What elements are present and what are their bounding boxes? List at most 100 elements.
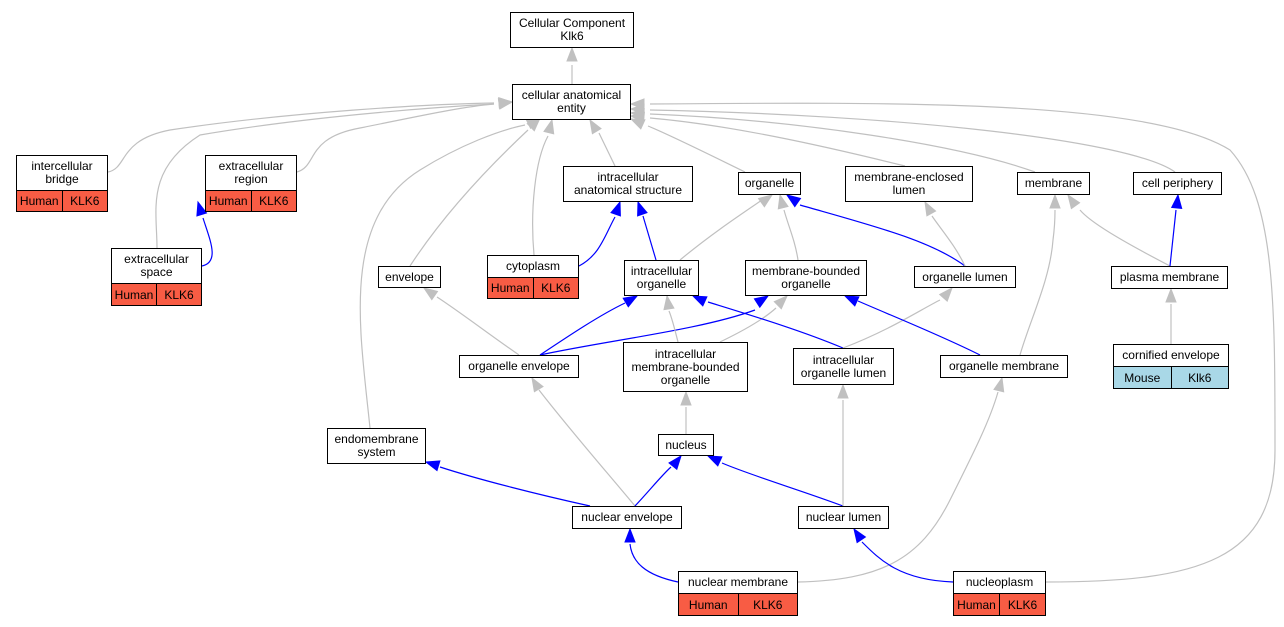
edge-arrowhead	[629, 98, 645, 110]
node-membrane[interactable]: membrane	[1017, 172, 1090, 195]
species-badge: Mouse	[1114, 367, 1171, 388]
node-extracellular-region[interactable]: extracellular region	[205, 155, 297, 191]
node-cornified-envelope[interactable]: cornified envelope	[1113, 344, 1229, 367]
edge-arrowhead	[753, 295, 770, 309]
edge-part-of	[861, 541, 954, 583]
gene-badge: KLK6	[999, 594, 1045, 615]
node-intracellular-organelle[interactable]: intracellular organelle	[624, 260, 699, 296]
edge-is-a	[296, 103, 495, 173]
gene-badge: KLK6	[61, 191, 107, 211]
edge-is-a	[649, 109, 1176, 173]
edge-arrowhead	[663, 294, 675, 311]
edge-is-a	[107, 102, 495, 173]
edge-arrowhead	[610, 200, 621, 217]
annotation-row: Mouse Klk6	[1113, 367, 1229, 389]
species-badge: Human	[679, 594, 738, 615]
edge-is-a	[668, 310, 679, 343]
edge-is-a	[649, 113, 1036, 173]
annotation-row: Human KLK6	[678, 594, 798, 616]
edge-arrowhead	[993, 376, 1005, 393]
edge-is-a	[842, 299, 941, 349]
node-organelle-envelope[interactable]: organelle envelope	[459, 355, 579, 378]
node-cellular-anatomical-entity[interactable]: cellular anatomical entity	[512, 84, 631, 120]
edge-is-a	[155, 103, 495, 249]
edge-arrowhead	[924, 200, 937, 217]
node-nucleus[interactable]: nucleus	[658, 434, 714, 456]
species-badge: Human	[206, 191, 251, 211]
edge-part-of	[539, 309, 756, 356]
edge-part-of	[539, 302, 626, 356]
node-organelle-membrane[interactable]: organelle membrane	[940, 355, 1068, 378]
edge-part-of	[634, 466, 672, 507]
node-root[interactable]: Cellular Component Klk6	[510, 12, 634, 48]
node-intracellular-organelle-lumen[interactable]: intracellular organelle lumen	[793, 348, 894, 385]
gene-badge: KLK6	[156, 284, 201, 305]
node-intercellular-bridge[interactable]: intercellular bridge	[16, 155, 108, 191]
edge-part-of	[629, 543, 679, 583]
gene-badge: Klk6	[1170, 367, 1228, 388]
node-membrane-bounded-organelle[interactable]: membrane-bounded organelle	[745, 260, 867, 296]
edge-part-of	[201, 217, 213, 267]
edge-arrowhead	[843, 295, 860, 307]
gene-badge: KLK6	[737, 594, 797, 615]
edge-arrowhead	[424, 460, 441, 472]
edge-arrowhead	[1067, 193, 1081, 210]
edge-is-a	[783, 209, 799, 261]
edge-is-a	[679, 199, 763, 261]
edge-is-a	[436, 296, 520, 356]
edge-paths	[107, 65, 1276, 583]
edge-arrowhead	[785, 194, 802, 208]
edge-part-of	[707, 301, 844, 349]
edge-is-a	[931, 215, 966, 267]
edge-arrowhead	[668, 454, 682, 471]
edge-arrowhead	[706, 455, 723, 467]
edge-is-a	[409, 129, 529, 267]
node-organelle-lumen[interactable]: organelle lumen	[914, 266, 1016, 288]
gene-badge: KLK6	[532, 278, 578, 298]
edge-arrowhead	[422, 287, 439, 301]
annotation-row: Human KLK6	[205, 191, 297, 212]
node-cell-periphery[interactable]: cell periphery	[1133, 172, 1222, 195]
node-membrane-enclosed-lumen[interactable]: membrane-enclosed lumen	[845, 166, 973, 202]
node-nucleoplasm[interactable]: nucleoplasm	[953, 571, 1046, 594]
annotation-row: Human KLK6	[487, 278, 579, 299]
edge-arrowhead	[853, 527, 867, 544]
edge-arrowhead	[1165, 287, 1177, 303]
node-cytoplasm[interactable]: cytoplasm	[487, 255, 579, 278]
node-envelope[interactable]: envelope	[378, 266, 441, 288]
edge-is-a	[359, 124, 526, 429]
edge-arrowhead	[566, 46, 578, 62]
node-intracellular-anatomical-structure[interactable]: intracellular anatomical structure	[563, 166, 693, 202]
edge-arrowhead	[531, 376, 544, 393]
edge-part-of	[721, 462, 844, 507]
edge-is-a	[1079, 209, 1171, 267]
edge-arrowhead	[938, 286, 953, 302]
edge-arrowhead	[498, 97, 514, 110]
edge-part-of	[799, 204, 966, 267]
node-nuclear-envelope[interactable]: nuclear envelope	[572, 506, 682, 529]
edge-is-a	[719, 307, 777, 343]
edge-part-of	[1169, 209, 1177, 267]
edge-arrowhead	[691, 295, 708, 307]
node-extracellular-space[interactable]: extracellular space	[111, 248, 202, 284]
node-intracellular-membrane-bounded-organelle[interactable]: intracellular membrane-bounded organelle	[623, 342, 748, 392]
node-plasma-membrane[interactable]: plasma membrane	[1111, 266, 1228, 289]
edge-arrowhead	[543, 118, 555, 135]
edge-part-of	[439, 466, 591, 507]
node-endomembrane-system[interactable]: endomembrane system	[327, 428, 426, 464]
edge-arrowhead	[622, 295, 639, 308]
gene-badge: KLK6	[250, 191, 296, 211]
species-badge: Human	[954, 594, 999, 615]
edge-is-a	[649, 117, 906, 167]
node-organelle[interactable]: organelle	[738, 172, 801, 195]
node-nuclear-lumen[interactable]: nuclear lumen	[798, 506, 889, 529]
species-badge: Human	[17, 191, 62, 211]
edge-is-a	[647, 125, 746, 173]
edge-arrowhead	[837, 383, 849, 399]
node-nuclear-membrane[interactable]: nuclear membrane	[678, 571, 798, 594]
edge-arrowhead	[589, 118, 602, 135]
edge-part-of	[642, 215, 657, 261]
edge-arrowhead	[637, 200, 648, 217]
